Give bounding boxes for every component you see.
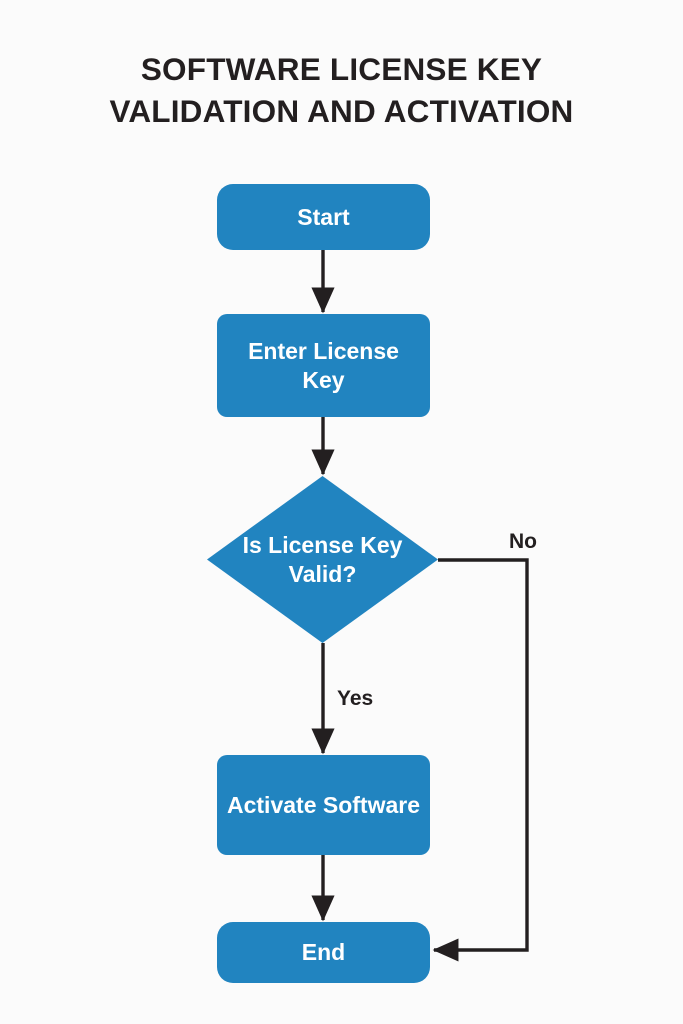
- flow-node-start[interactable]: Start: [217, 184, 430, 250]
- edge-label-yes: Yes: [337, 687, 374, 710]
- flow-node-end-label: End: [301, 939, 346, 965]
- connector-decision-no-to-end: [432, 558, 529, 962]
- flow-node-enter-license-key[interactable]: Enter License Key: [217, 314, 430, 417]
- page-title-line-1: SOFTWARE LICENSE KEY: [140, 51, 543, 87]
- page-title-line-2: VALIDATION AND ACTIVATION: [109, 93, 574, 129]
- flow-node-activate-software-label: Activate Software: [227, 791, 421, 818]
- edge-label-no: No: [509, 530, 537, 553]
- flow-node-start-label: Start: [297, 203, 350, 230]
- flow-node-end[interactable]: End: [217, 922, 430, 983]
- flow-node-enter-license-key-label: Enter License Key: [248, 337, 399, 393]
- flow-node-is-license-key-valid[interactable]: Is License Key Valid?: [207, 476, 438, 643]
- flow-node-is-license-key-valid-label: Is License Key Valid?: [242, 531, 403, 587]
- flow-node-activate-software[interactable]: Activate Software: [217, 755, 430, 855]
- page-title: SOFTWARE LICENSE KEY VALIDATION AND ACTI…: [0, 48, 683, 132]
